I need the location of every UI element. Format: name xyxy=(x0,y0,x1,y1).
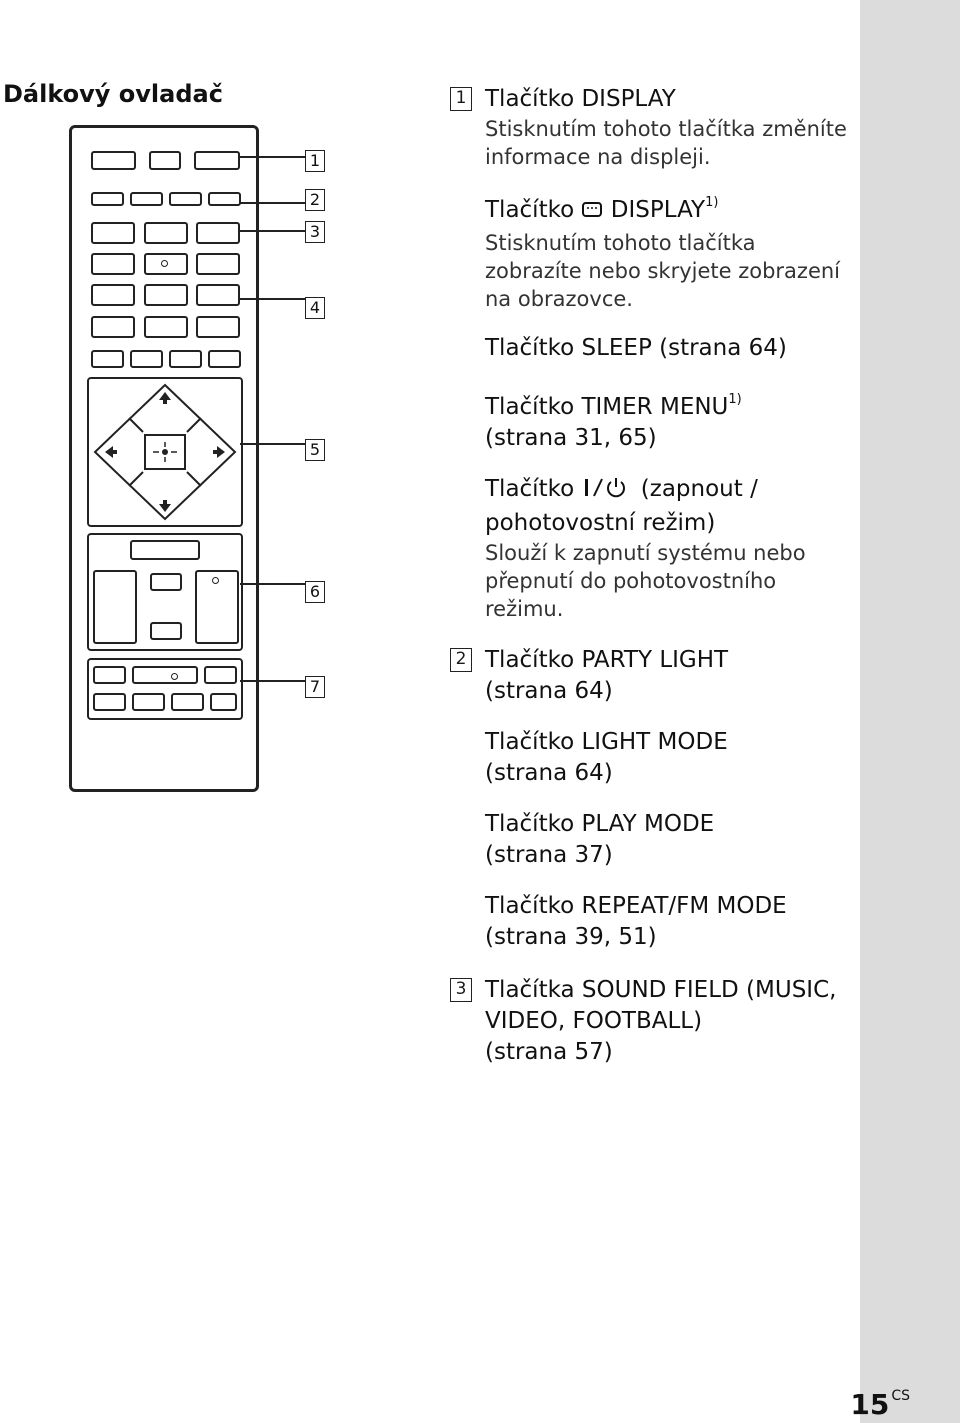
callout-line xyxy=(240,156,306,158)
entry-body: Stisknutím tohoto tlačítka zobrazíte neb… xyxy=(485,231,841,311)
section-title: Dálkový ovladač xyxy=(3,80,223,108)
screen-display-icon xyxy=(581,198,603,229)
entry-body: Stisknutím tohoto tlačítka změníte infor… xyxy=(485,117,847,169)
entry-heading-line3: (strana 57) xyxy=(485,1039,613,1065)
description-entry: Tlačítko DISPLAY Stisknutím tohoto tlačí… xyxy=(485,84,850,171)
description-entry: Tlačítko PARTY LIGHT (strana 64) xyxy=(485,645,850,707)
callout-marker: 3 xyxy=(305,221,325,243)
entry-heading: Tlačítka SOUND FIELD (MUSIC, xyxy=(485,977,837,1003)
side-margin-bar xyxy=(860,0,960,1423)
remote-button xyxy=(194,151,240,170)
remote-control-illustration xyxy=(69,125,259,792)
entry-body: Slouží k zapnutí systému nebo přepnutí d… xyxy=(485,541,806,621)
remote-button xyxy=(196,253,240,275)
entry-heading-line2: VIDEO, FOOTBALL) xyxy=(485,1008,703,1034)
remote-button xyxy=(91,350,124,368)
description-entry: Tlačítko SLEEP (strana 64) xyxy=(485,333,850,364)
callout-line xyxy=(240,298,306,300)
remote-button xyxy=(144,253,188,275)
navigation-pad-icon xyxy=(93,383,237,521)
callout-line xyxy=(240,230,306,232)
remote-button xyxy=(196,284,240,306)
button-descriptions: 1 Tlačítko DISPLAY Stisknutím tohoto tla… xyxy=(450,84,850,1068)
remote-button xyxy=(171,693,204,711)
callout-marker: 6 xyxy=(305,581,325,603)
remote-button xyxy=(93,570,137,644)
remote-button xyxy=(132,666,198,684)
description-entry: Tlačítko TIMER MENU1) (strana 31, 65) xyxy=(485,384,850,454)
description-entry: Tlačítko REPEAT/FM MODE (strana 39, 51) xyxy=(485,891,850,953)
description-entry: Tlačítko PLAY MODE (strana 37) xyxy=(485,809,850,871)
entry-heading: Tlačítko TIMER MENU1) xyxy=(485,392,742,420)
description-entry: Tlačítko (zapnout / pohotovostní režim) … xyxy=(485,474,850,623)
remote-button xyxy=(144,284,188,306)
remote-button xyxy=(91,316,135,338)
entry-heading-line2: (strana 37) xyxy=(485,842,613,868)
entry-heading: Tlačítko (zapnout / xyxy=(485,474,850,508)
entry-heading-line2: (strana 64) xyxy=(485,678,613,704)
remote-button xyxy=(130,350,163,368)
description-entry: Tlačítko DISPLAY1) Stisknutím tohoto tla… xyxy=(485,187,850,313)
callout-marker: 7 xyxy=(305,676,325,698)
description-group: 2 Tlačítko PARTY LIGHT (strana 64) Tlačí… xyxy=(450,645,850,953)
description-group: 1 Tlačítko DISPLAY Stisknutím tohoto tla… xyxy=(450,84,850,623)
description-group: 3 Tlačítka SOUND FIELD (MUSIC, VIDEO, FO… xyxy=(450,975,850,1068)
remote-button xyxy=(132,693,165,711)
remote-button xyxy=(144,222,188,244)
remote-button xyxy=(208,350,241,368)
group-marker: 3 xyxy=(450,978,472,1002)
navigation-pad-panel xyxy=(87,377,243,527)
entry-heading: Tlačítko REPEAT/FM MODE xyxy=(485,893,787,919)
remote-button xyxy=(91,192,124,206)
entry-heading-line2: (strana 31, 65) xyxy=(485,425,657,451)
remote-button xyxy=(130,540,200,560)
playback-panel xyxy=(87,658,243,720)
group-marker: 2 xyxy=(450,648,472,672)
callout-marker: 2 xyxy=(305,189,325,211)
entry-heading: Tlačítko DISPLAY xyxy=(485,86,676,112)
callout-line xyxy=(240,583,306,585)
volume-panel xyxy=(87,533,243,651)
entry-heading-line2: (strana 64) xyxy=(485,760,613,786)
entry-heading-line2: (strana 39, 51) xyxy=(485,924,657,950)
callout-marker: 5 xyxy=(305,439,325,461)
remote-button xyxy=(93,693,126,711)
remote-button xyxy=(208,192,241,206)
description-entry: Tlačítko LIGHT MODE (strana 64) xyxy=(485,727,850,789)
remote-button xyxy=(195,570,239,644)
entry-heading-line2: pohotovostní režim) xyxy=(485,510,716,536)
remote-button xyxy=(91,253,135,275)
entry-heading: Tlačítko DISPLAY1) xyxy=(485,187,850,229)
callout-line xyxy=(240,443,306,445)
remote-button xyxy=(210,693,237,711)
remote-button xyxy=(150,622,182,640)
remote-button xyxy=(169,350,202,368)
entry-heading: Tlačítko PARTY LIGHT xyxy=(485,647,729,673)
remote-button xyxy=(149,151,181,170)
remote-button xyxy=(91,284,135,306)
remote-button xyxy=(204,666,237,684)
callout-marker: 4 xyxy=(305,297,325,319)
callout-line xyxy=(240,680,306,682)
entry-heading: Tlačítko SLEEP (strana 64) xyxy=(485,335,787,361)
remote-button xyxy=(93,666,126,684)
entry-heading: Tlačítko LIGHT MODE xyxy=(485,729,728,755)
group-marker: 1 xyxy=(450,87,472,111)
entry-heading: Tlačítko PLAY MODE xyxy=(485,811,715,837)
remote-button xyxy=(91,222,135,244)
remote-button xyxy=(130,192,163,206)
remote-button xyxy=(196,316,240,338)
remote-button xyxy=(144,316,188,338)
remote-button xyxy=(196,222,240,244)
remote-button xyxy=(169,192,202,206)
callout-line xyxy=(240,202,306,204)
remote-button xyxy=(91,151,136,170)
remote-button xyxy=(150,573,182,591)
power-standby-icon xyxy=(581,477,633,508)
callout-marker: 1 xyxy=(305,150,325,172)
description-entry: Tlačítka SOUND FIELD (MUSIC, VIDEO, FOOT… xyxy=(485,975,850,1068)
